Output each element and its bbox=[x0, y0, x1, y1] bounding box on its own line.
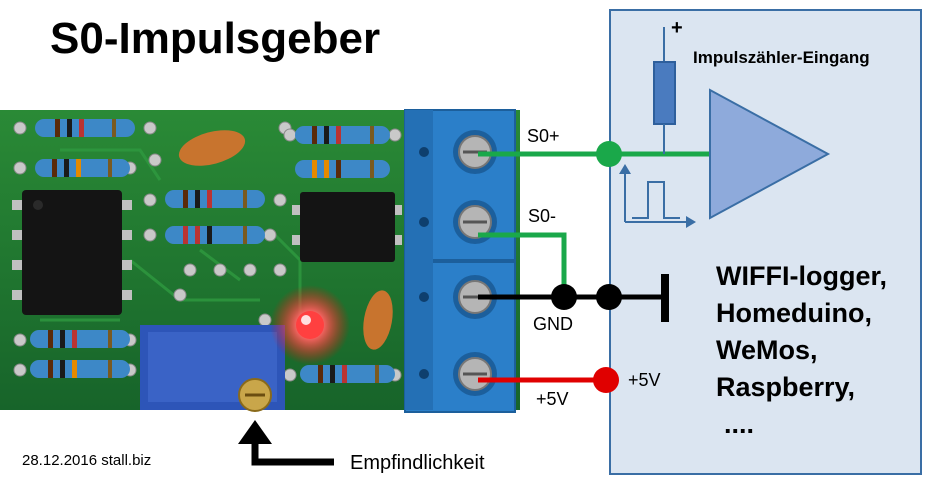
screw-terminal bbox=[453, 275, 497, 319]
led bbox=[270, 285, 350, 365]
pullup-resistor bbox=[653, 61, 676, 125]
pulse-waveform bbox=[632, 181, 680, 219]
plus5v-junction bbox=[593, 367, 619, 393]
axis-arrow-icon bbox=[686, 216, 696, 228]
capacitor bbox=[178, 130, 246, 166]
target-item: .... bbox=[724, 409, 755, 439]
footer-date: 28.12.2016 stall.biz bbox=[22, 452, 152, 469]
ic-chip bbox=[12, 190, 132, 315]
gnd-junction bbox=[551, 284, 577, 310]
s0-plus-label: S0+ bbox=[527, 126, 560, 146]
supply-plus-sign: + bbox=[671, 17, 683, 39]
target-item: WeMos, bbox=[716, 335, 818, 365]
potentiometer bbox=[140, 325, 285, 412]
target-item: Homeduino, bbox=[716, 298, 872, 328]
axis-arrow-icon bbox=[619, 164, 631, 174]
s0-plus-junction bbox=[596, 141, 622, 167]
gnd-junction bbox=[596, 284, 622, 310]
resistors bbox=[30, 119, 395, 383]
target-item: WIFFI-logger, bbox=[716, 261, 887, 291]
capacitor bbox=[363, 290, 393, 350]
comparator-triangle bbox=[709, 88, 831, 220]
page-title: S0-Impulsgeber bbox=[50, 14, 381, 63]
target-list: WIFFI-logger, Homeduino, WeMos, Raspberr… bbox=[716, 258, 887, 443]
target-item: Raspberry, bbox=[716, 372, 856, 402]
ground-bar bbox=[661, 274, 669, 322]
screw-terminal bbox=[453, 352, 497, 396]
gnd-label: GND bbox=[533, 314, 573, 334]
plus5v-terminal-label: +5V bbox=[536, 389, 569, 409]
s0-minus-wire bbox=[478, 232, 567, 297]
optocoupler bbox=[292, 192, 402, 262]
sensitivity-arrow bbox=[251, 440, 334, 466]
pcb-board bbox=[0, 109, 520, 413]
input-title: Impulszähler-Eingang bbox=[693, 48, 870, 67]
plus5v-device-label: +5V bbox=[628, 370, 661, 390]
sensitivity-label: Empfindlichkeit bbox=[350, 452, 485, 474]
s0-minus-label: S0- bbox=[528, 206, 557, 226]
arrow-head-icon bbox=[238, 420, 272, 444]
